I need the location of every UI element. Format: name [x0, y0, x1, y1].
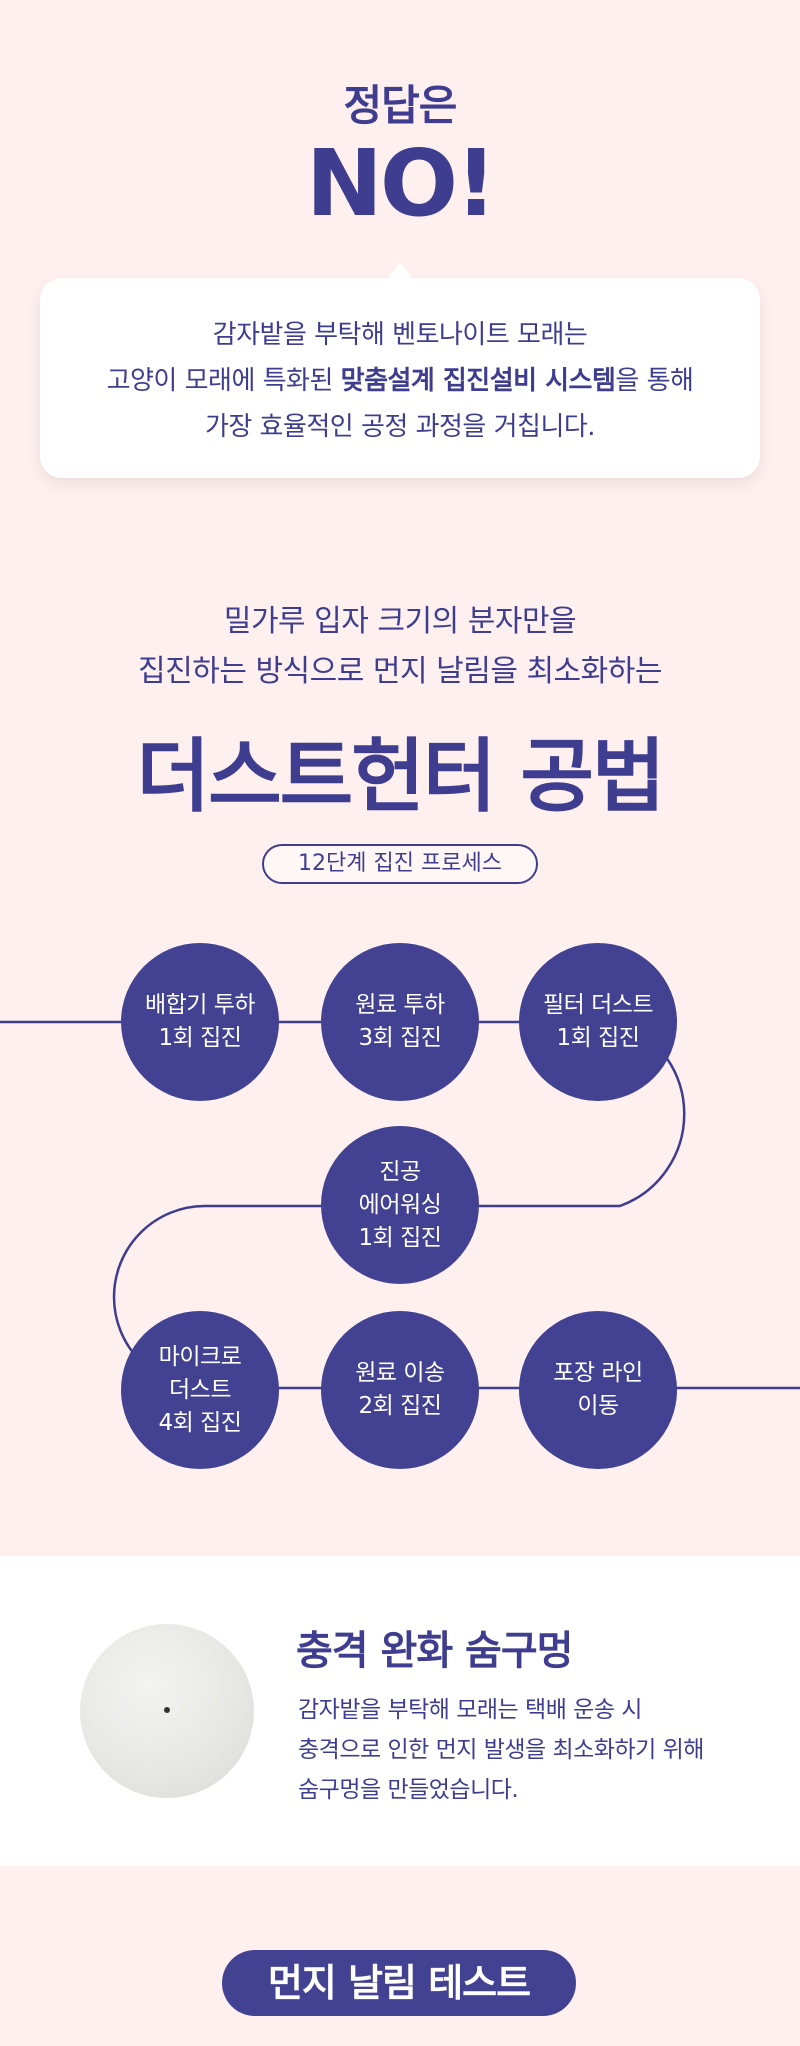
flow-node-label: 더스트	[169, 1376, 231, 1403]
flow-node-label: 원료 이송	[355, 1360, 445, 1386]
flow-node-micro-dust: 마이크로 더스트 4회 집진	[121, 1311, 279, 1469]
process-badge: 12단계 집진 프로세스	[262, 844, 538, 884]
flow-node-filter-dust: 필터 더스트 1회 집진	[519, 943, 677, 1101]
bubble-line-2: 고양이 모래에 특화된 맞춤설계 집진설비 시스템을 통해	[40, 360, 760, 397]
flow-node-label: 에어워싱	[358, 1191, 442, 1218]
dust-test-button[interactable]: 먼지 날림 테스트	[222, 1950, 576, 2016]
flow-node-count: 1회 집진	[556, 1025, 640, 1051]
flow-node-label: 필터 더스트	[542, 992, 654, 1018]
air-hole-mark	[164, 1707, 170, 1713]
bubble-line-2-pre: 고양이 모래에 특화된	[106, 366, 341, 396]
answer-section: 정답은 NO! 감자밭을 부탁해 벤토나이트 모래는 고양이 모래에 특화된 맞…	[0, 81, 800, 1469]
speech-bubble: 감자밭을 부탁해 벤토나이트 모래는 고양이 모래에 특화된 맞춤설계 집진설비…	[40, 278, 760, 478]
flow-node-label: 배합기 투하	[144, 992, 256, 1018]
method-headline: 더스트헌터 공법	[136, 730, 665, 823]
sand-sample-photo	[80, 1624, 254, 1798]
flow-node-mixer: 배합기 투하 1회 집진	[121, 943, 279, 1101]
speech-bubble-tip	[386, 262, 414, 280]
feature-line-3: 숨구멍을 만들었습니다.	[298, 1777, 519, 1803]
method-intro-line-2: 집진하는 방식으로 먼지 날림을 최소화하는	[138, 654, 662, 689]
flow-node-count: 3회 집진	[358, 1025, 442, 1051]
flow-node-material-transfer: 원료 이송 2회 집진	[321, 1311, 479, 1469]
answer-headline: NO!	[305, 130, 497, 237]
flow-node-label: 포장 라인	[553, 1360, 643, 1386]
flow-node-count: 2회 집진	[358, 1393, 442, 1419]
flow-node-count: 1회 집진	[358, 1224, 442, 1251]
flow-node-vacuum-air: 진공 에어워싱 1회 집진	[321, 1126, 479, 1284]
flow-node-count: 4회 집진	[158, 1409, 242, 1436]
flow-node-packing-line: 포장 라인 이동	[519, 1311, 677, 1469]
flow-node-label: 진공	[379, 1158, 421, 1185]
feature-line-1: 감자밭을 부탁해 모래는 택배 운송 시	[298, 1697, 642, 1723]
bubble-line-2-post: 을 통해	[615, 366, 694, 396]
flow-node-label: 원료 투하	[355, 992, 445, 1018]
feature-title: 충격 완화 숨구멍	[296, 1628, 573, 1674]
feature-line-2: 충격으로 인한 먼지 발생을 최소화하기 위해	[298, 1737, 704, 1763]
feature-section: 충격 완화 숨구멍 감자밭을 부탁해 모래는 택배 운송 시 충격으로 인한 먼…	[0, 1556, 800, 1866]
flow-node-label: 이동	[577, 1393, 619, 1419]
bubble-line-3: 가장 효율적인 공정 과정을 거칩니다.	[204, 412, 596, 442]
method-intro-line-1: 밀가루 입자 크기의 분자만을	[223, 604, 577, 639]
bubble-line-2-emphasis: 맞춤설계 집진설비 시스템	[340, 366, 616, 396]
flow-node-count: 1회 집진	[158, 1025, 242, 1051]
answer-eyebrow: 정답은	[343, 81, 458, 130]
flow-node-label: 마이크로	[158, 1343, 242, 1370]
flow-node-material-drop: 원료 투하 3회 집진	[321, 943, 479, 1101]
bubble-line-1: 감자밭을 부탁해 벤토나이트 모래는	[212, 320, 588, 350]
